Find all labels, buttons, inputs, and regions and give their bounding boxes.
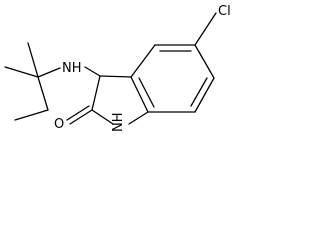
carbonyl-oxygen-label: O [54, 117, 64, 132]
bond-c6-to-c7-inner [190, 77, 208, 107]
bond-c2-to-n1 [91, 109, 114, 125]
ring-nh-label: NH [111, 113, 126, 133]
bond-quat-c-to-methyl-left [4, 66, 39, 78]
bond-c2-to-o-a [69, 109, 93, 125]
bond-nh-to-c3 [84, 66, 101, 77]
bond-c5-to-cl [194, 12, 217, 46]
bond-c2-to-o-b [66, 105, 90, 121]
bond-quat-c-to-ch2 [37, 76, 49, 111]
bond-n1-to-c7a [128, 111, 149, 125]
bond-quat-c-to-nh [37, 67, 61, 78]
bond-c3-to-c3a [99, 75, 132, 78]
bond-c7a-to-c3a [130, 76, 149, 113]
chlorine-label: Cl [218, 4, 231, 19]
bond-c6-to-c7 [194, 77, 215, 113]
structure-diagram: Cl NH NH O [4, 4, 231, 133]
bond-c3-to-c2 [91, 75, 101, 111]
bond-c7a-to-c3a-inner [138, 77, 155, 108]
bond-c3a-to-c4 [130, 44, 156, 78]
bond-ch2-to-ch3 [14, 109, 49, 121]
bond-quat-c-to-methyl-top [27, 42, 39, 78]
amine-nh-label: NH [62, 61, 82, 76]
bond-c5-to-c6 [194, 44, 215, 79]
